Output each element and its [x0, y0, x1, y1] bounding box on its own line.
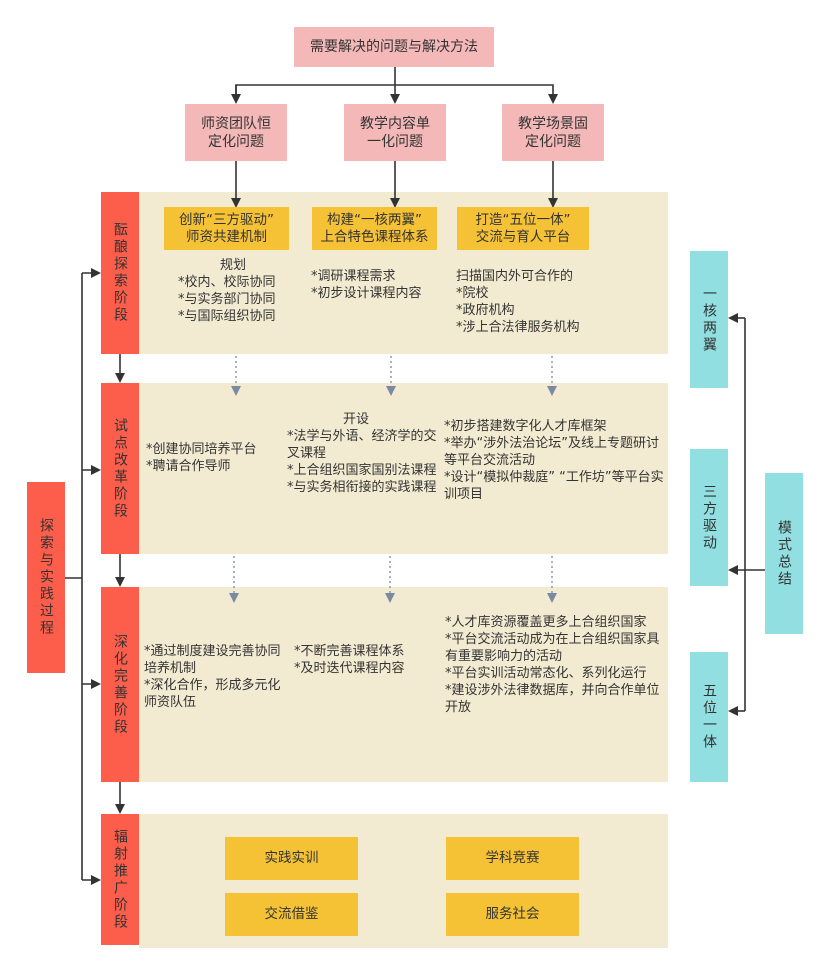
outcome-subject-competition: 学科竞赛 [446, 837, 579, 880]
list-item: *与实务相衔接的实践课程 [287, 480, 437, 495]
list-item: *涉上合法律服务机构 [456, 320, 580, 335]
phase-4-panel [139, 814, 668, 948]
list-item: *校内、校际协同 [178, 275, 276, 290]
phase-label: 辐射推广阶段 [112, 828, 128, 931]
list-item: *及时迭代课程内容 [294, 661, 405, 676]
problem-text: 一化问题 [367, 133, 423, 150]
summary-item-five-in-one: 五位一体 [690, 652, 728, 782]
phase-1-col-2: *调研课程需求 *初步设计课程内容 [311, 268, 451, 302]
phase-label: 试点改革阶段 [112, 417, 128, 520]
outcome-serve-society: 服务社会 [446, 893, 579, 936]
summary-bracket [728, 313, 765, 716]
summary-item-label: 五位一体 [701, 683, 717, 751]
outcome-label: 服务社会 [485, 906, 540, 922]
process-label-box: 探索与实践过程 [27, 482, 65, 673]
phase-3-col-3: *人才库资源覆盖更多上合组织国家 *平台交流活动成为在上合组织国家具有重要影响力… [410, 614, 672, 716]
list-item: *平台交流活动成为在上合组织国家具有重要影响力的活动 [445, 632, 660, 664]
phase-2-col-1: *创建协同培养平台 *聘请合作导师 [146, 441, 286, 475]
list-item: *政府机构 [456, 303, 515, 318]
summary-item-label: 三方驱动 [701, 483, 717, 552]
solution-text: 师资共建机制 [186, 228, 267, 245]
problem-text: 师资团队恒 [201, 115, 271, 132]
phase-1-col-1: 规划 *校内、校际协同 *与实务部门协同 *与国际组织协同 [178, 257, 298, 325]
phase-3-col-1: *通过制度建设完善协同培养机制 *深化合作，形成多元化师资队伍 [144, 643, 292, 711]
solution-box-platform: 打造“五位一体” 交流与育人平台 [457, 207, 589, 250]
outcome-exchange: 交流借鉴 [225, 893, 358, 936]
outcome-practice-training: 实践实训 [225, 837, 358, 880]
list-item: *与国际组织协同 [178, 309, 276, 324]
problem-text: 定化问题 [525, 133, 581, 150]
list-item: *深化合作，形成多元化师资队伍 [144, 678, 281, 710]
summary-item-label: 一核两翼 [701, 285, 717, 354]
list-item: *创建协同培养平台 [146, 442, 257, 457]
problem-text: 教学场景固 [518, 115, 588, 132]
top-tree-connector [231, 67, 558, 104]
phase-2-col-3: *初步搭建数字化人才库框架 *举办“涉外法治论坛”及线上专题研讨等平台交流活动 … [444, 418, 668, 503]
solution-text: 构建“一核两翼” [327, 211, 422, 228]
list-item: *设计“模拟仲裁庭” “工作坊”等平台实训项目 [444, 470, 664, 502]
problem-box-scene: 教学场景固 定化问题 [502, 104, 604, 161]
phase-3-label-box: 深化完善阶段 [101, 587, 139, 782]
solution-box-teachers: 创新“三方驱动” 师资共建机制 [164, 207, 289, 250]
summary-item-one-core-two-wings: 一核两翼 [690, 251, 728, 388]
summary-label-box: 模式总结 [765, 473, 803, 634]
process-bracket [65, 268, 101, 885]
phase-3-panel [139, 587, 668, 782]
solution-box-courses: 构建“一核两翼” 上合特色课程体系 [312, 207, 437, 250]
phase-2-col-2: 开设 *法学与外语、经济学的交叉课程 *上合组织国家国别法课程 *与实务相衔接的… [287, 411, 447, 496]
list-item: *初步搭建数字化人才库框架 [444, 419, 607, 434]
problem-text: 教学内容单 [360, 115, 430, 132]
phase-label: 深化完善阶段 [112, 633, 128, 736]
summary-item-three-drivers: 三方驱动 [690, 449, 728, 586]
list-item: *初步设计课程内容 [311, 286, 422, 301]
list-item: *聘请合作导师 [146, 459, 231, 474]
solution-text: 打造“五位一体” [475, 211, 571, 228]
list-item: *调研课程需求 [311, 269, 396, 284]
solution-text: 交流与育人平台 [475, 228, 571, 245]
summary-label: 模式总结 [776, 519, 792, 588]
list-item: *举办“涉外法治论坛”及线上专题研讨等平台交流活动 [444, 436, 659, 468]
solution-text: 上合特色课程体系 [320, 228, 429, 245]
outcome-label: 实践实训 [264, 850, 319, 866]
list-item: *法学与外语、经济学的交叉课程 [287, 429, 437, 461]
list-item: *平台实训活动常态化、系列化运行 [445, 666, 647, 681]
phase-3-col-2: *不断完善课程体系 *及时迭代课程内容 [294, 643, 454, 677]
phase-1-col-3: 扫描国内外可合作的 *院校 *政府机构 *涉上合法律服务机构 [456, 268, 626, 336]
col-heading: 规划 [219, 258, 246, 273]
list-item: *与实务部门协同 [178, 292, 276, 307]
list-item: *院校 [456, 286, 489, 301]
outcome-label: 学科竞赛 [485, 850, 540, 866]
top-title-box: 需要解决的问题与解决方法 [294, 27, 494, 67]
phase-4-label-box: 辐射推广阶段 [101, 814, 139, 945]
process-label: 探索与实践过程 [38, 518, 54, 637]
list-item: *不断完善课程体系 [294, 644, 405, 659]
phase-2-label-box: 试点改革阶段 [101, 383, 139, 554]
phase-label: 酝酿探索阶段 [112, 222, 128, 324]
solution-text: 创新“三方驱动” [179, 211, 274, 228]
problem-box-teachers: 师资团队恒 定化问题 [185, 104, 287, 161]
phase-2-panel [139, 383, 668, 554]
list-item: *人才库资源覆盖更多上合组织国家 [445, 615, 647, 630]
problem-box-content: 教学内容单 一化问题 [344, 104, 446, 161]
col-heading: 扫描国内外可合作的 [456, 269, 574, 284]
list-item: *通过制度建设完善协同培养机制 [144, 644, 281, 676]
top-title: 需要解决的问题与解决方法 [310, 39, 478, 55]
phase-1-label-box: 酝酿探索阶段 [101, 192, 139, 354]
list-item: *上合组织国家国别法课程 [287, 463, 437, 478]
outcome-label: 交流借鉴 [264, 906, 319, 922]
col-heading: 开设 [343, 412, 370, 427]
problem-text: 定化问题 [208, 133, 264, 150]
list-item: *建设涉外法律数据库，并向合作单位开放 [445, 683, 660, 715]
